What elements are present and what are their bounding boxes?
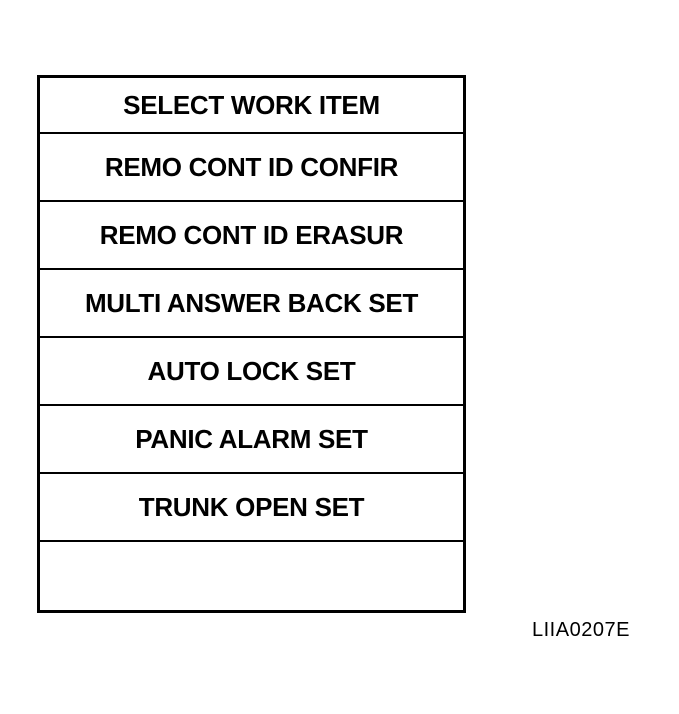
menu-item-remo-cont-id-confir[interactable]: REMO CONT ID CONFIR [40, 134, 463, 202]
menu-item-panic-alarm-set[interactable]: PANIC ALARM SET [40, 406, 463, 474]
menu-item-multi-answer-back-set[interactable]: MULTI ANSWER BACK SET [40, 270, 463, 338]
menu-item-auto-lock-set[interactable]: AUTO LOCK SET [40, 338, 463, 406]
consult-screen: SELECT WORK ITEM REMO CONT ID CONFIR REM… [37, 75, 466, 613]
figure-code: LIIA0207E [532, 619, 630, 641]
menu-item-empty [40, 542, 463, 610]
screen-title: SELECT WORK ITEM [40, 78, 463, 134]
menu-item-trunk-open-set[interactable]: TRUNK OPEN SET [40, 474, 463, 542]
menu-item-remo-cont-id-erasur[interactable]: REMO CONT ID ERASUR [40, 202, 463, 270]
